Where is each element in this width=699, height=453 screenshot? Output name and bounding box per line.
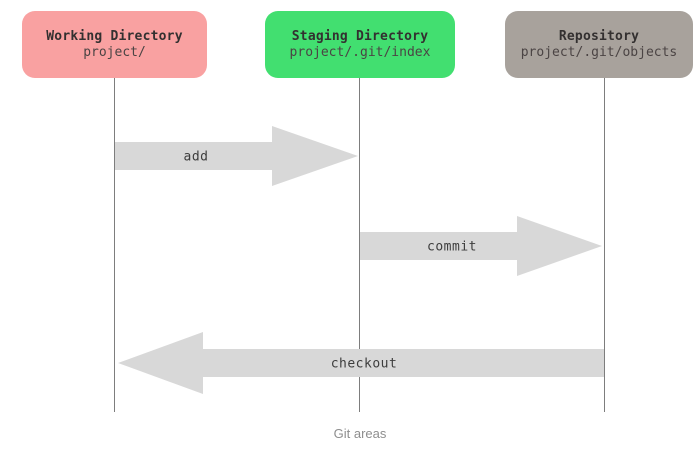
arrow-checkout-label: checkout (330, 356, 398, 372)
arrow-add-head-right-icon (272, 126, 358, 186)
node-repository: Repository project/.git/objects (505, 11, 693, 78)
lifeline-working (113, 78, 115, 412)
node-title: Repository (558, 29, 640, 44)
diagram-caption: Git areas (333, 426, 387, 441)
arrow-checkout-head-left-icon (118, 332, 203, 394)
node-staging-directory: Staging Directory project/.git/index (265, 11, 455, 78)
node-subtitle: project/.git/objects (520, 45, 678, 60)
node-subtitle: project/.git/index (289, 45, 431, 60)
node-subtitle: project/ (83, 45, 146, 60)
lifeline-staging (358, 78, 360, 412)
node-working-directory: Working Directory project/ (22, 11, 207, 78)
arrow-commit-head-right-icon (517, 216, 602, 276)
node-title: Working Directory (46, 29, 183, 44)
node-title: Staging Directory (291, 29, 429, 44)
lifeline-repository (603, 78, 605, 412)
arrow-add-label: add (183, 149, 209, 165)
arrow-checkout-shaft (203, 349, 604, 377)
arrow-commit-shaft (360, 232, 517, 260)
arrow-commit-label: commit (427, 239, 477, 255)
arrow-add-shaft (115, 142, 272, 170)
